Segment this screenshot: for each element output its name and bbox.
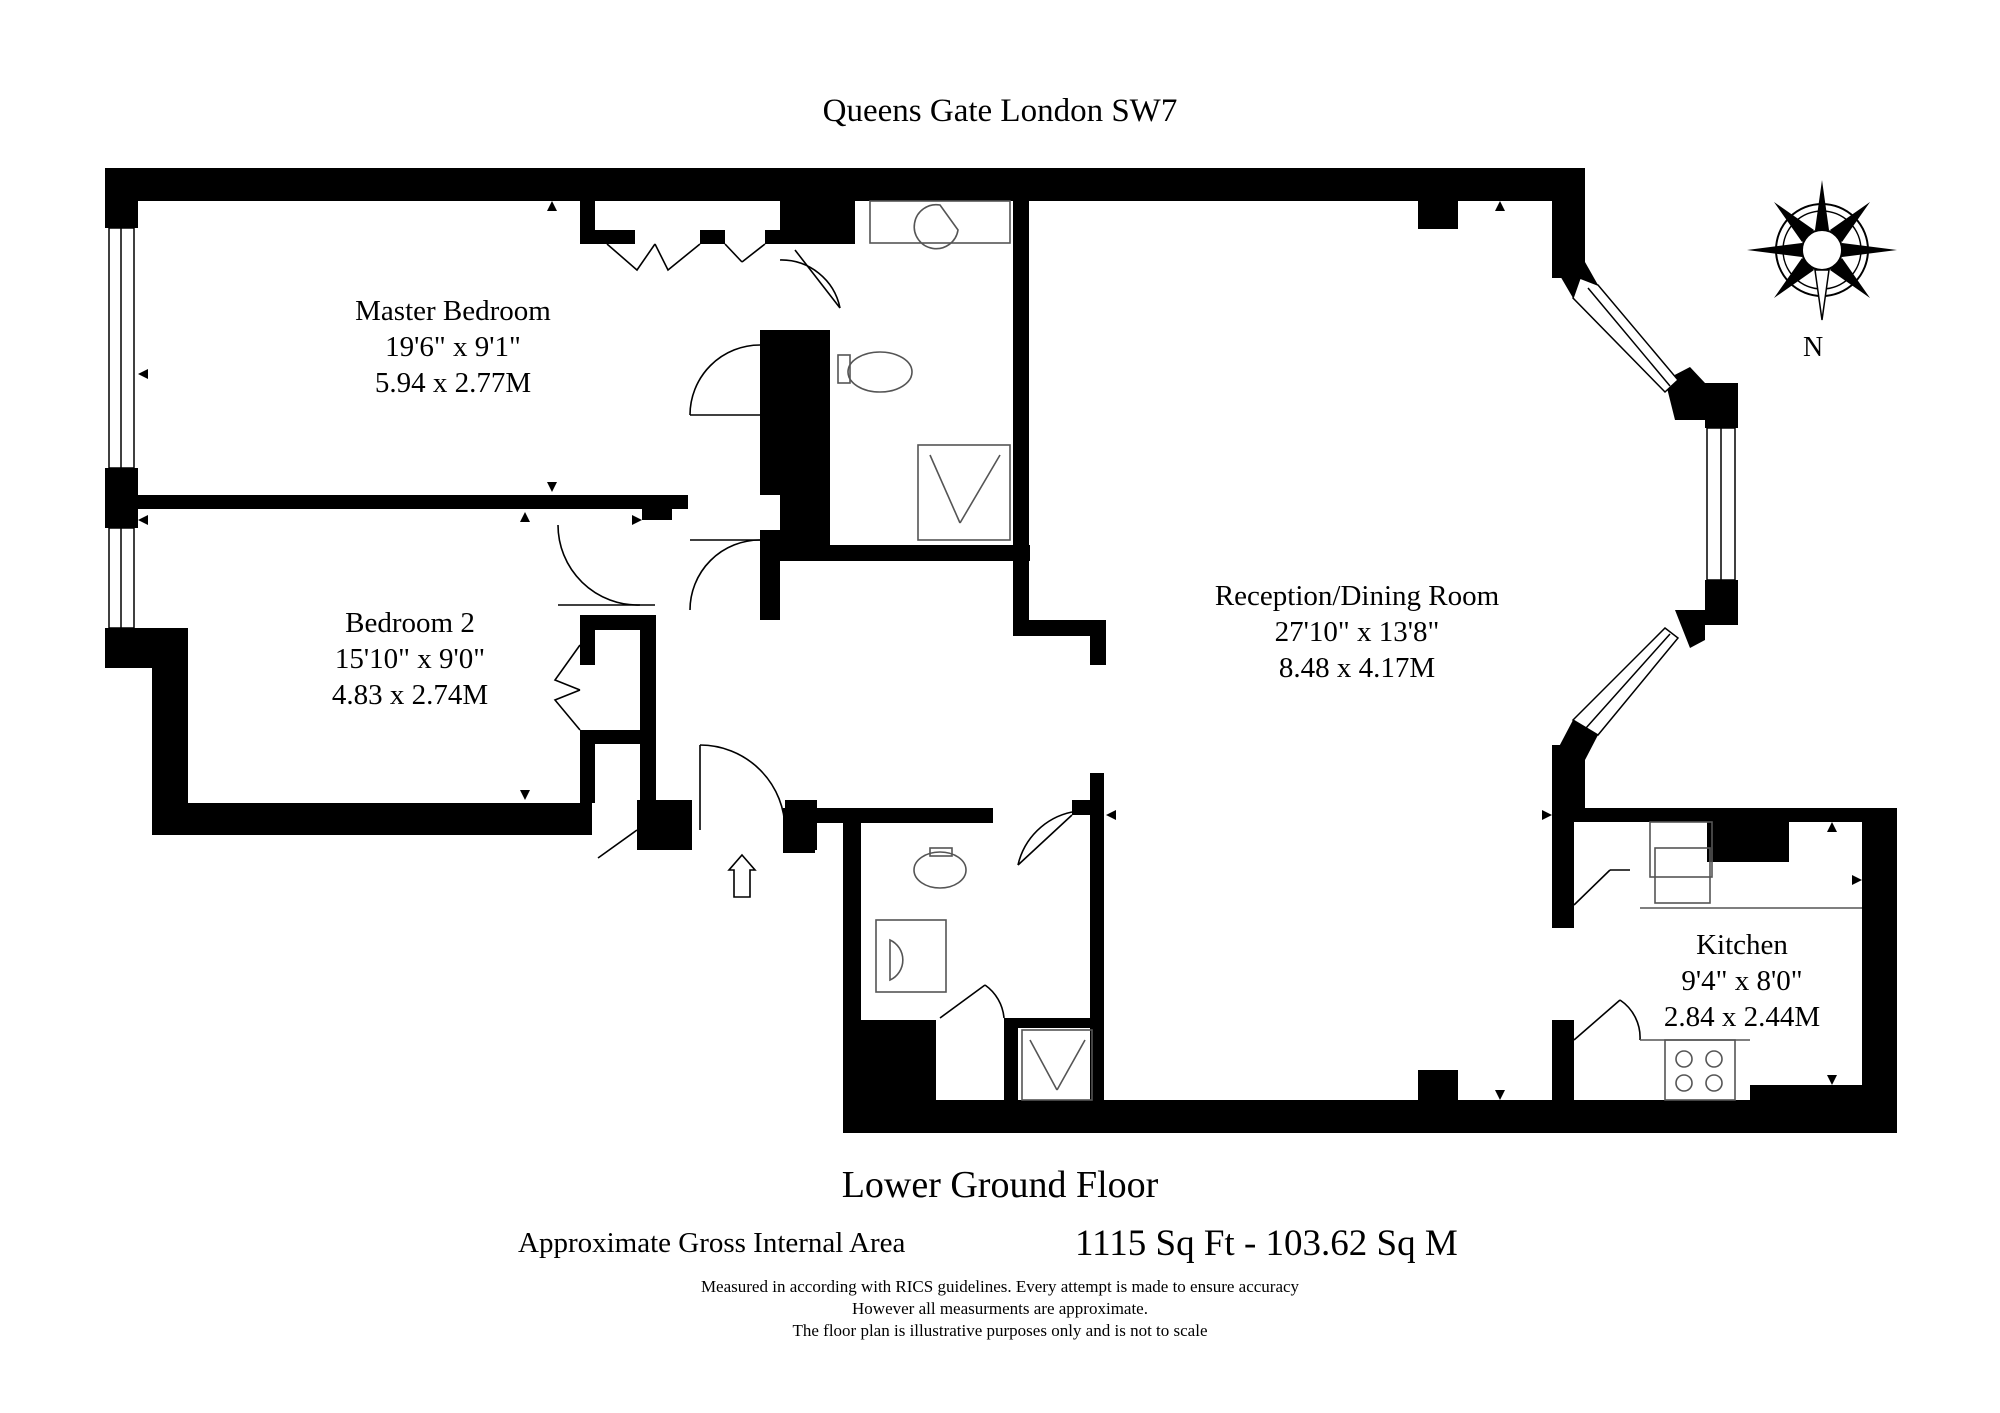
room-size-imperial: 15'10" x 9'0" [334,643,486,675]
room-size-imperial: 9'4" x 8'0" [1681,965,1803,997]
compass-rose-icon [1747,180,1897,321]
room-size-metric: 5.94 x 2.77M [374,367,532,399]
compass-north-label: N [1803,332,1824,363]
doors [553,243,1641,1041]
room-size-imperial: 27'10" x 13'8" [1274,616,1440,648]
room-name: Bedroom 2 [345,607,475,639]
floor-name: Lower Ground Floor [841,1164,1159,1206]
area-value: 1115 Sq Ft - 103.62 Sq M [1075,1223,1458,1264]
fixtures [837,200,1862,1101]
room-label-reception-dining: Reception/Dining Room 27'10" x 13'8" 8.4… [1215,578,1499,686]
entrance-arrow-icon [727,853,757,898]
room-size-metric: 8.48 x 4.17M [1278,652,1436,684]
windows [108,227,1736,736]
dimension-arrows [138,201,1862,1100]
disclaimer-line: However all measurments are approximate. [852,1299,1148,1318]
walls [105,168,1897,1133]
disclaimer-line: Measured in according with RICS guidelin… [700,1277,1300,1296]
room-size-metric: 4.83 x 2.74M [331,679,489,711]
room-label-kitchen: Kitchen 9'4" x 8'0" 2.84 x 2.44M [1664,927,1820,1035]
area-label: Approximate Gross Internal Area [518,1227,906,1259]
room-label-master-bedroom: Master Bedroom 19'6" x 9'1" 5.94 x 2.77M [355,293,551,401]
disclaimer-line: The floor plan is illustrative purposes … [792,1321,1208,1340]
room-name: Master Bedroom [355,295,551,327]
plan-title: Queens Gate London SW7 [822,93,1178,129]
room-label-bedroom-2: Bedroom 2 15'10" x 9'0" 4.83 x 2.74M [332,605,488,713]
room-name: Reception/Dining Room [1214,580,1500,612]
room-name: Kitchen [1696,929,1788,961]
room-size-imperial: 19'6" x 9'1" [385,331,521,363]
room-size-metric: 2.84 x 2.44M [1663,1001,1821,1033]
